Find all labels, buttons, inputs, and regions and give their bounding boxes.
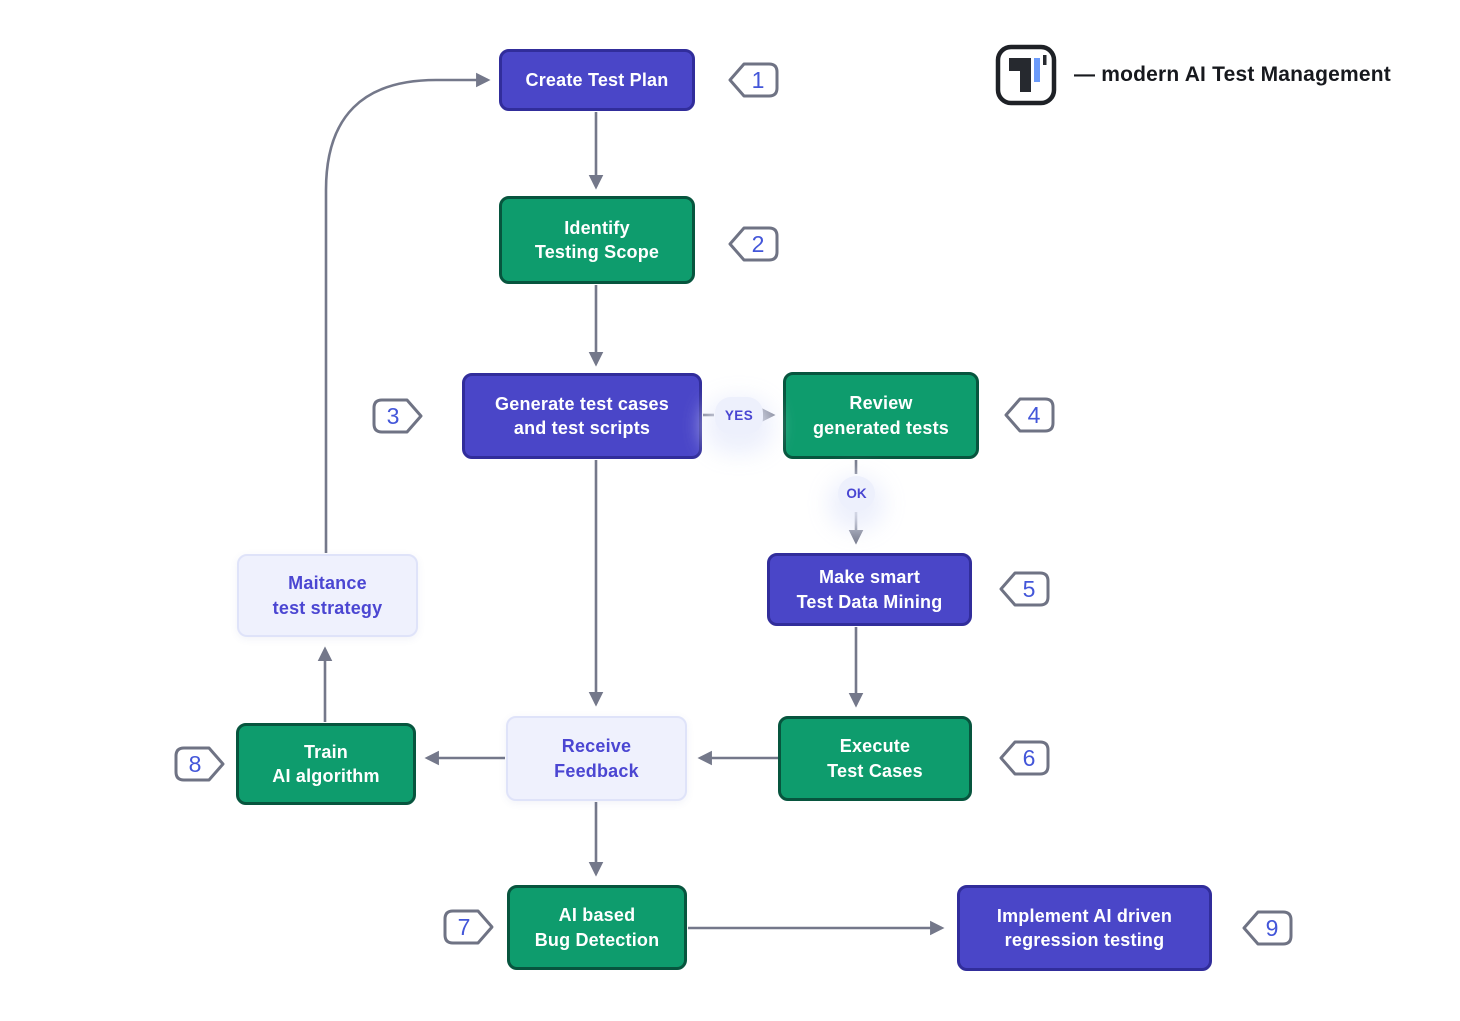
node-create-test-plan: Create Test Plan <box>499 49 695 111</box>
node-identify-testing-scope: Identify Testing Scope <box>499 196 695 284</box>
step-badge-7: 7 <box>441 906 495 948</box>
node-make-smart-test-data-mining: Make smart Test Data Mining <box>767 553 972 626</box>
node-execute-test-cases: Execute Test Cases <box>778 716 972 801</box>
node-implement-ai-driven-regression-testing: Implement AI driven regression testing <box>957 885 1212 971</box>
test-management-logo-icon <box>995 44 1057 106</box>
step-badge-1: 1 <box>727 59 781 101</box>
step-badge-2: 2 <box>727 223 781 265</box>
step-badge-6: 6 <box>998 737 1052 779</box>
node-receive-feedback: Receive Feedback <box>506 716 687 801</box>
node-train-ai-algorithm: Train AI algorithm <box>236 723 416 805</box>
edge-label-yes: YES <box>715 397 763 434</box>
node-ai-based-bug-detection: AI based Bug Detection <box>507 885 687 970</box>
step-badge-4: 4 <box>1003 394 1057 436</box>
edge-label-ok: OK <box>838 476 875 511</box>
node-generate-test-cases: Generate test cases and test scripts <box>462 373 702 459</box>
node-review-generated-tests: Review generated tests <box>783 372 979 459</box>
node-maintenance-test-strategy: Maitance test strategy <box>237 554 418 637</box>
step-badge-9: 9 <box>1241 907 1295 949</box>
step-badge-5: 5 <box>998 568 1052 610</box>
step-badge-3: 3 <box>370 395 424 437</box>
step-badge-8: 8 <box>172 743 226 785</box>
brand-tagline: — modern AI Test Management <box>1074 63 1391 86</box>
brand: — modern AI Test Management <box>995 44 1391 106</box>
